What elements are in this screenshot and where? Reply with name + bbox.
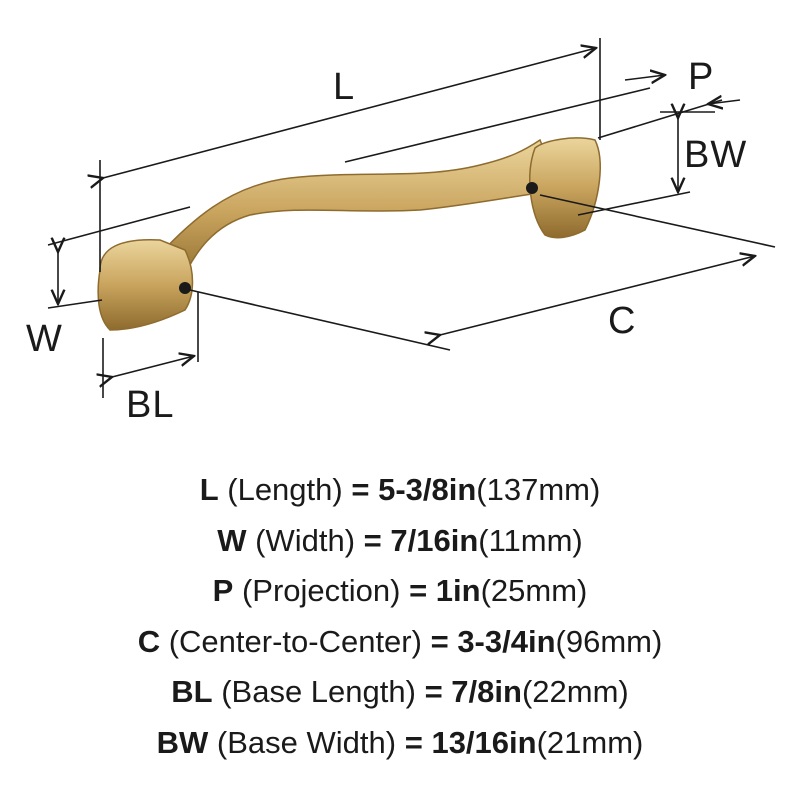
handle-bar <box>148 138 562 287</box>
label-width: W <box>26 318 63 360</box>
right-screw-hole <box>526 182 538 194</box>
spec-length: L (Length) = 5-3/8in(137mm) <box>199 472 601 507</box>
spec-center-to-center: C (Center-to-Center) = 3-3/4in(96mm) <box>137 623 663 659</box>
spec-projection: P (Projection) = 1in(25mm) <box>212 573 588 608</box>
label-projection: P <box>688 56 715 98</box>
dimension-lines <box>47 38 776 398</box>
label-base-width: BW <box>684 134 748 176</box>
spec-base-width: BW (Base Width) = 13/16in(21mm) <box>156 724 644 760</box>
right-base <box>529 137 601 239</box>
left-screw-hole <box>179 282 191 294</box>
cabinet-pull-handle <box>97 137 601 331</box>
handle-drawing <box>47 38 776 398</box>
label-center-to-center: C <box>608 300 637 342</box>
spec-width: W (Width) = 7/16in(11mm) <box>217 522 583 558</box>
label-base-length: BL <box>126 384 175 426</box>
spec-list: L (Length) = 5-3/8in(137mm) W (Width) = … <box>0 465 800 768</box>
label-length: L <box>333 66 356 108</box>
spec-base-length: BL (Base Length) = 7/8in(22mm) <box>171 674 629 709</box>
left-base <box>97 239 194 331</box>
